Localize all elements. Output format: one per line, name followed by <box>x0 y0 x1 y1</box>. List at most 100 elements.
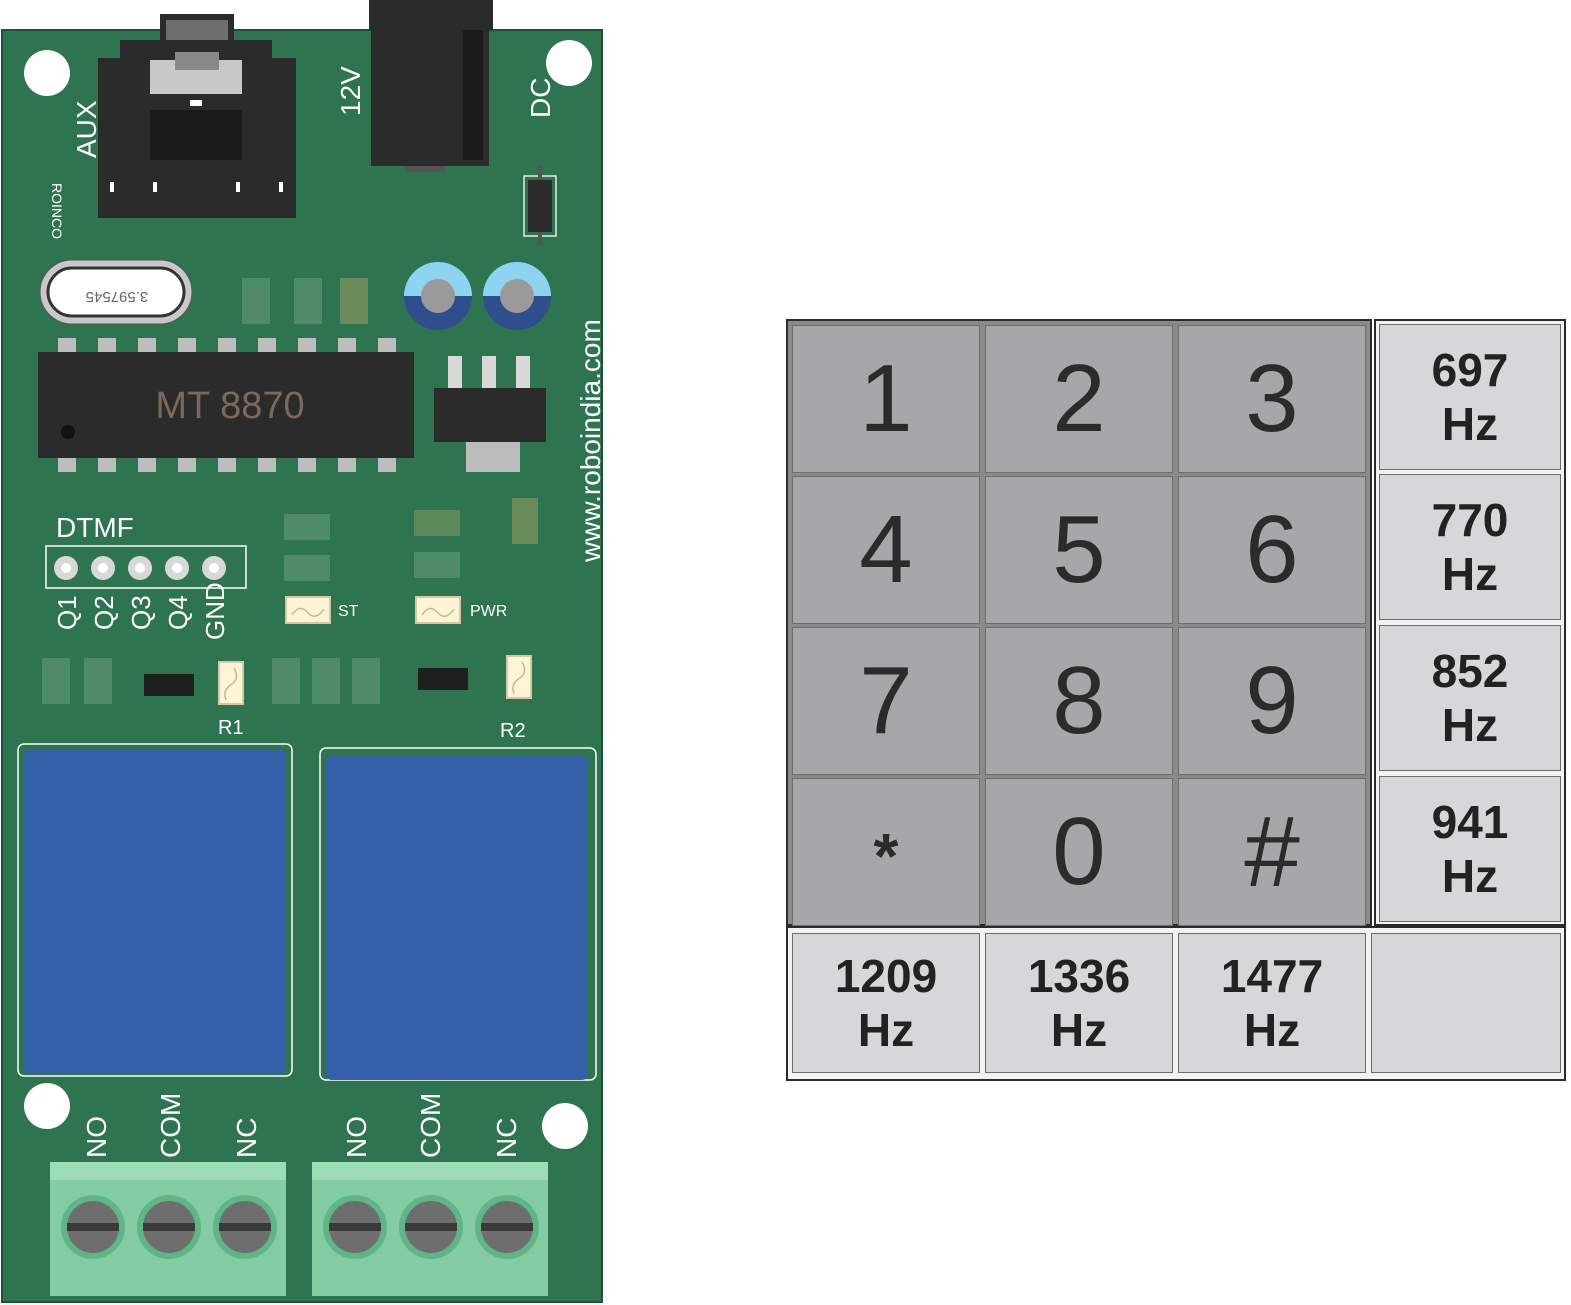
key-1[interactable]: 1 <box>792 325 980 473</box>
smd-resistor <box>284 514 330 540</box>
smd-resistor <box>272 658 300 704</box>
mounting-hole-bottom-right <box>542 1103 588 1149</box>
col-freq-blank <box>1371 933 1561 1073</box>
row-freq-value: 697 <box>1431 344 1509 396</box>
smd-resistor <box>414 552 460 578</box>
col-freq-value: 1209 <box>834 950 938 1002</box>
led-r1 <box>218 661 244 705</box>
electrolytic-capacitor <box>404 262 472 330</box>
key-hash[interactable]: # <box>1178 778 1366 926</box>
key-2[interactable]: 2 <box>985 325 1173 473</box>
pin-label-q3: Q3 <box>126 595 156 630</box>
ic-pin-top <box>178 338 196 352</box>
key-star[interactable]: * <box>792 778 980 926</box>
ic-pin-top <box>298 338 316 352</box>
dc-power-jack <box>369 0 493 172</box>
row-frequency-column: 697 Hz 770 Hz 852 Hz 941 Hz <box>1374 319 1566 926</box>
label-12v: 12V <box>335 66 366 116</box>
screw-terminal-1 <box>50 1162 286 1296</box>
smd-cap <box>242 278 270 324</box>
terminal-label-com-2: COM <box>415 1093 446 1158</box>
key-8[interactable]: 8 <box>985 627 1173 775</box>
row-freq-770: 770 Hz <box>1379 474 1561 620</box>
voltage-regulator <box>434 356 546 472</box>
col-freq-value: 1336 <box>1027 950 1131 1002</box>
ic-pin-top <box>218 338 236 352</box>
ic-pin-bottom <box>298 458 316 472</box>
aux-audio-jack <box>98 14 296 218</box>
mounting-hole-top-right <box>546 40 592 86</box>
dtmf-decoder-board: AUX ROINCO 12V DC 3.597545 www.roboindia… <box>1 0 606 1303</box>
column-frequency-row: 1209 Hz 1336 Hz 1477 Hz <box>786 926 1566 1081</box>
led-st <box>285 596 331 624</box>
key-7[interactable]: 7 <box>792 627 980 775</box>
transistor <box>418 668 468 690</box>
dtmf-header-pins <box>54 556 226 580</box>
mt8870-ic <box>38 338 414 472</box>
smd-resistor <box>512 498 538 544</box>
key-3[interactable]: 3 <box>1178 325 1366 473</box>
col-freq-unit: Hz <box>857 1004 915 1056</box>
row-freq-value: 852 <box>1431 645 1509 697</box>
label-maker: ROINCO <box>49 183 65 239</box>
key-4[interactable]: 4 <box>792 476 980 624</box>
ic-pin-bottom <box>178 458 196 472</box>
terminal-label-no-2: NO <box>341 1116 372 1158</box>
pin-label-q1: Q1 <box>52 595 82 630</box>
mounting-hole-top-left <box>24 50 70 96</box>
key-6[interactable]: 6 <box>1178 476 1366 624</box>
col-freq-unit: Hz <box>1243 1004 1301 1056</box>
row-freq-value: 770 <box>1431 494 1509 546</box>
col-freq-unit: Hz <box>1050 1004 1108 1056</box>
screw-terminal-2 <box>312 1162 548 1296</box>
label-r1: R1 <box>218 717 244 739</box>
key-5[interactable]: 5 <box>985 476 1173 624</box>
key-9[interactable]: 9 <box>1178 627 1366 775</box>
smd-resistor <box>42 658 70 704</box>
diode <box>523 166 557 246</box>
row-freq-unit: Hz <box>1441 850 1499 902</box>
col-freq-1336: 1336 Hz <box>985 933 1173 1073</box>
col-freq-1209: 1209 Hz <box>792 933 980 1073</box>
relay-1 <box>17 743 293 1077</box>
label-website: www.roboindia.com <box>575 319 606 563</box>
ic-pin-top <box>378 338 396 352</box>
ic-pin-bottom <box>378 458 396 472</box>
smd-cap <box>294 278 322 324</box>
col-freq-value: 1477 <box>1220 950 1324 1002</box>
ic-pin-bottom <box>98 458 116 472</box>
smd-resistor <box>312 658 340 704</box>
ic-pin-top <box>58 338 76 352</box>
ic-pin-bottom <box>338 458 356 472</box>
terminal-label-nc-2: NC <box>491 1118 522 1158</box>
key-0[interactable]: 0 <box>985 778 1173 926</box>
label-st: ST <box>338 603 359 620</box>
ic-pin-bottom <box>138 458 156 472</box>
ic-pin-top <box>98 338 116 352</box>
smd-resistor <box>284 555 330 581</box>
col-freq-1477: 1477 Hz <box>1178 933 1366 1073</box>
label-pwr: PWR <box>470 603 507 620</box>
ic-pin-top <box>258 338 276 352</box>
label-dtmf: DTMF <box>56 512 134 543</box>
mounting-hole-bottom-left <box>24 1083 70 1129</box>
ic-label: MT 8870 <box>155 385 304 427</box>
dtmf-keypad: 1 2 3 4 5 6 7 8 9 * 0 # 697 Hz 770 Hz 85… <box>786 319 1566 1081</box>
row-freq-unit: Hz <box>1441 548 1499 600</box>
electrolytic-capacitor <box>483 262 551 330</box>
label-dc: DC <box>525 78 556 118</box>
key-grid: 1 2 3 4 5 6 7 8 9 * 0 # <box>786 319 1372 926</box>
terminal-label-no-1: NO <box>81 1116 112 1158</box>
pin-label-gnd: GND <box>200 582 230 640</box>
crystal-oscillator <box>39 259 193 325</box>
smd-resistor <box>352 658 380 704</box>
ic-pin-bottom <box>258 458 276 472</box>
row-freq-value: 941 <box>1431 796 1509 848</box>
dtmf-header <box>45 545 247 589</box>
terminal-label-com-1: COM <box>155 1093 186 1158</box>
row-freq-941: 941 Hz <box>1379 776 1561 922</box>
ic-pin-top <box>138 338 156 352</box>
smd-resistor <box>84 658 112 704</box>
crystal-label: 3.597545 <box>86 288 149 305</box>
ic-pin-bottom <box>218 458 236 472</box>
